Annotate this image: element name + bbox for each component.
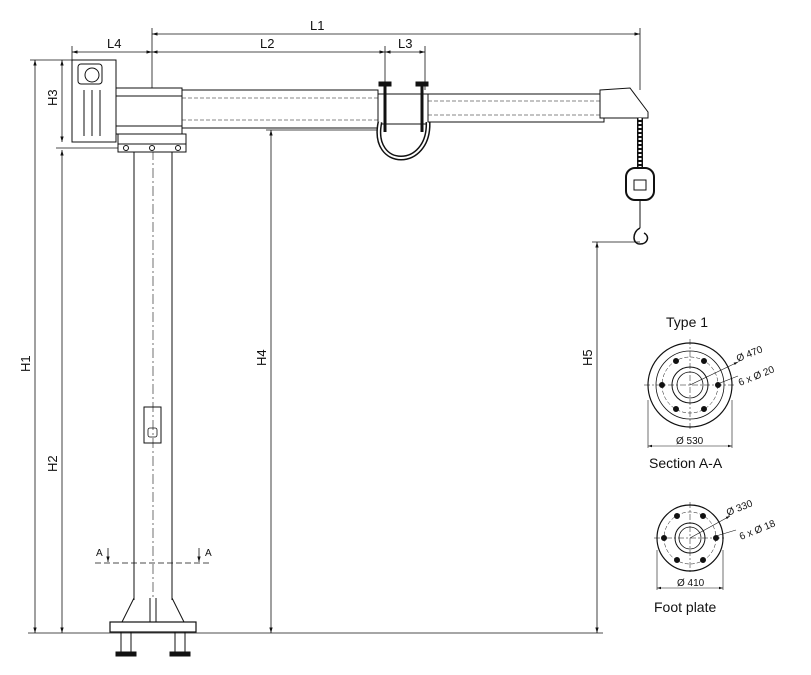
foot-plate-bolt-circle: Ø 330 [725, 498, 755, 519]
label-h2: H2 [45, 455, 60, 472]
type1-outer: Ø 530 [676, 436, 704, 447]
foot-plate-caption: Foot plate [654, 599, 716, 615]
type1-bolt-circle: Ø 470 [735, 344, 765, 365]
type1-caption: Section A-A [649, 455, 723, 471]
knuckle-joint [376, 81, 431, 161]
type1-holes: 6 x Ø 20 [737, 364, 777, 389]
crane-column [109, 150, 197, 657]
section-cut-line [95, 548, 212, 564]
section-mark-left: A [96, 548, 103, 559]
type1-labels: Type 1 Ø 470 6 x Ø 20 Ø 530 Section A-A [649, 314, 777, 471]
label-h1: H1 [18, 355, 33, 372]
dimension-lines [28, 28, 641, 634]
foot-plate-outer: Ø 410 [677, 578, 705, 589]
inner-boom [181, 89, 379, 129]
label-h3: H3 [45, 89, 60, 106]
label-l1: L1 [310, 18, 324, 33]
foot-plate-holes: 6 x Ø 18 [738, 518, 778, 543]
control-box-icon [147, 427, 158, 438]
foot-plate-flange [654, 502, 737, 590]
section-mark-right: A [205, 548, 212, 559]
dimension-labels: L1 L4 L2 L3 H3 H1 H2 H4 H5 A A [18, 18, 595, 559]
section-a-a-flange [644, 339, 739, 448]
label-h5: H5 [580, 349, 595, 366]
slewing-head [71, 59, 187, 153]
label-h4: H4 [254, 349, 269, 366]
label-l4: L4 [107, 36, 121, 51]
foot-plate-labels: Ø 330 6 x Ø 18 Ø 410 Foot plate [654, 498, 778, 615]
type1-title: Type 1 [666, 314, 708, 330]
hoist-hook [625, 118, 655, 245]
label-l2: L2 [260, 36, 274, 51]
outer-boom [427, 87, 649, 123]
label-l3: L3 [398, 36, 412, 51]
